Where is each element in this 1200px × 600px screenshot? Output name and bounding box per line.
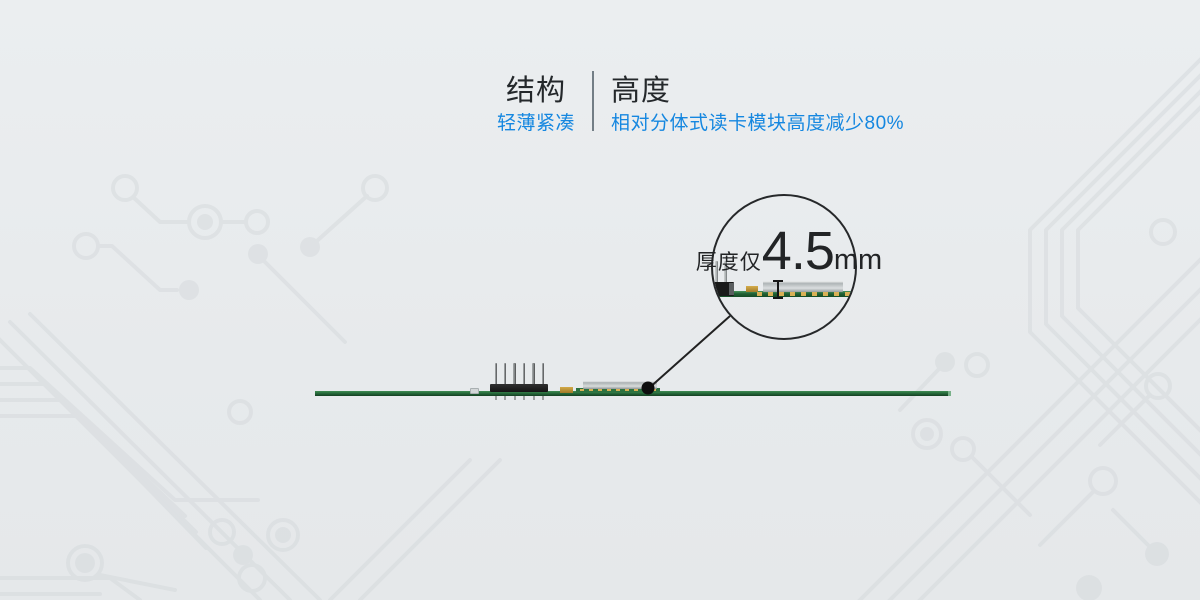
mini-pin-header-edge bbox=[729, 283, 734, 295]
height-subtitle: 相对分体式读卡模块高度减少80% bbox=[611, 113, 905, 134]
thickness-value: 4.5 bbox=[761, 221, 835, 281]
pin-stub bbox=[542, 395, 544, 400]
measure-ibeam-icon bbox=[773, 280, 783, 299]
mini-shield-can bbox=[763, 281, 843, 292]
mini-header-pin bbox=[724, 261, 727, 284]
smd-component bbox=[470, 388, 479, 394]
thickness-prefix-label: 厚度仅 bbox=[695, 251, 762, 274]
mini-pin-header bbox=[713, 282, 734, 296]
magnifier-circle bbox=[711, 194, 857, 340]
pin-stub bbox=[513, 395, 516, 400]
gold-component bbox=[560, 387, 573, 393]
thickness-unit: mm bbox=[833, 244, 883, 276]
feature-structure-column: 结构 轻薄紧凑 bbox=[497, 74, 575, 135]
pin-stub bbox=[523, 395, 526, 400]
module-solder-pads bbox=[580, 388, 658, 391]
pin-stub bbox=[532, 395, 535, 400]
header-pin bbox=[494, 363, 498, 385]
height-title: 高度 bbox=[611, 75, 672, 107]
thickness-callout: 厚度仅 4.5 mm bbox=[694, 224, 884, 278]
mini-header-pin bbox=[715, 261, 718, 284]
magnifier-content bbox=[713, 196, 855, 338]
ibeam-stem bbox=[777, 280, 779, 299]
header-divider bbox=[592, 71, 595, 131]
main-pcb-board bbox=[315, 391, 951, 396]
pin-stub bbox=[495, 395, 497, 400]
header-section: 结构 轻薄紧凑 高度 相对分体式读卡模块高度减少80% bbox=[497, 71, 904, 135]
header-pin bbox=[532, 363, 535, 385]
header-pin bbox=[503, 363, 507, 385]
header-pin bbox=[522, 363, 526, 385]
structure-title: 结构 bbox=[506, 75, 567, 107]
ibeam-bottom-cap bbox=[773, 297, 783, 299]
pin-stub bbox=[504, 395, 507, 400]
board-end-cap bbox=[948, 391, 951, 396]
feature-height-column: 高度 相对分体式读卡模块高度减少80% bbox=[611, 74, 904, 135]
mini-gold-component bbox=[746, 286, 758, 292]
header-pin bbox=[541, 363, 545, 385]
mini-solder-pads bbox=[757, 292, 853, 296]
shield-can bbox=[583, 380, 657, 389]
header-pin bbox=[513, 363, 516, 385]
pin-header-block bbox=[490, 384, 548, 392]
structure-subtitle: 轻薄紧凑 bbox=[497, 113, 576, 134]
